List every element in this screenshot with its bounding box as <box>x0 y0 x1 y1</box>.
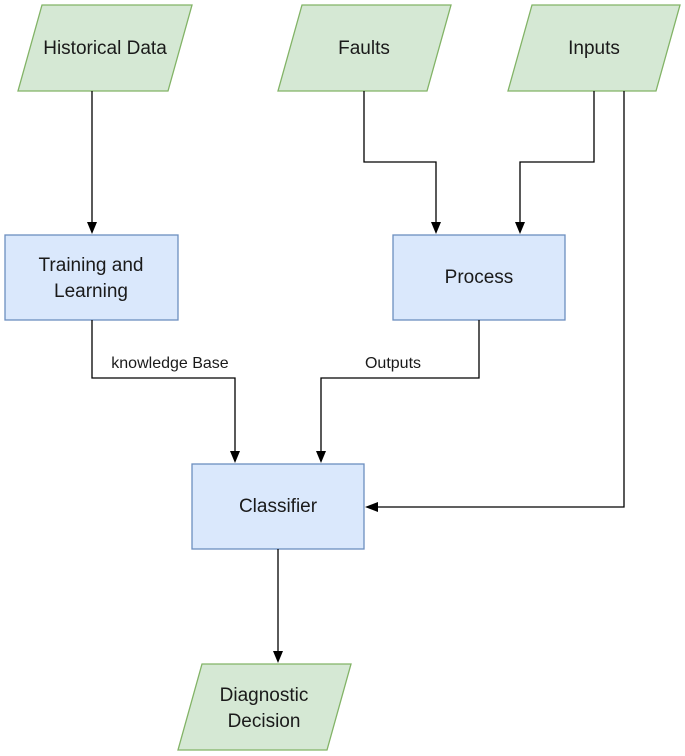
outputs-edge-label: Outputs <box>365 355 421 372</box>
arrowhead-icon <box>365 502 378 512</box>
arrowhead-icon <box>87 222 97 234</box>
training-label-line1: Training and <box>39 255 144 276</box>
historical-data-label: Historical Data <box>43 38 167 59</box>
process-label: Process <box>445 267 514 288</box>
arrowhead-icon <box>431 222 441 234</box>
edge-inputs-to-classifier <box>365 91 625 512</box>
decision-label-line2: Decision <box>228 711 301 732</box>
process-node: Process <box>392 234 566 321</box>
inputs-node: Inputs <box>507 4 681 92</box>
training-learning-node: Training and Learning <box>4 234 179 321</box>
arrowhead-icon <box>230 451 240 463</box>
classifier-node: Classifier <box>191 463 365 550</box>
diagnostic-decision-node: Diagnostic Decision <box>177 663 352 751</box>
faults-node: Faults <box>277 4 452 92</box>
knowledge-base-edge-label: knowledge Base <box>111 355 229 372</box>
edge-inputs-to-process <box>515 91 595 234</box>
edge-classifier-to-decision <box>273 549 283 663</box>
decision-label-line1: Diagnostic <box>220 685 309 706</box>
inputs-label: Inputs <box>568 38 620 59</box>
edge-historical-to-training <box>87 91 97 234</box>
arrowhead-icon <box>273 651 283 663</box>
edge-process-to-classifier <box>316 320 480 463</box>
historical-data-node: Historical Data <box>17 4 193 92</box>
training-label-line2: Learning <box>54 281 128 302</box>
arrowhead-icon <box>316 451 326 463</box>
edge-faults-to-process <box>363 91 441 234</box>
faults-label: Faults <box>338 38 390 59</box>
arrowhead-icon <box>515 222 525 234</box>
classifier-label: Classifier <box>239 496 318 517</box>
edge-training-to-classifier <box>91 320 240 463</box>
